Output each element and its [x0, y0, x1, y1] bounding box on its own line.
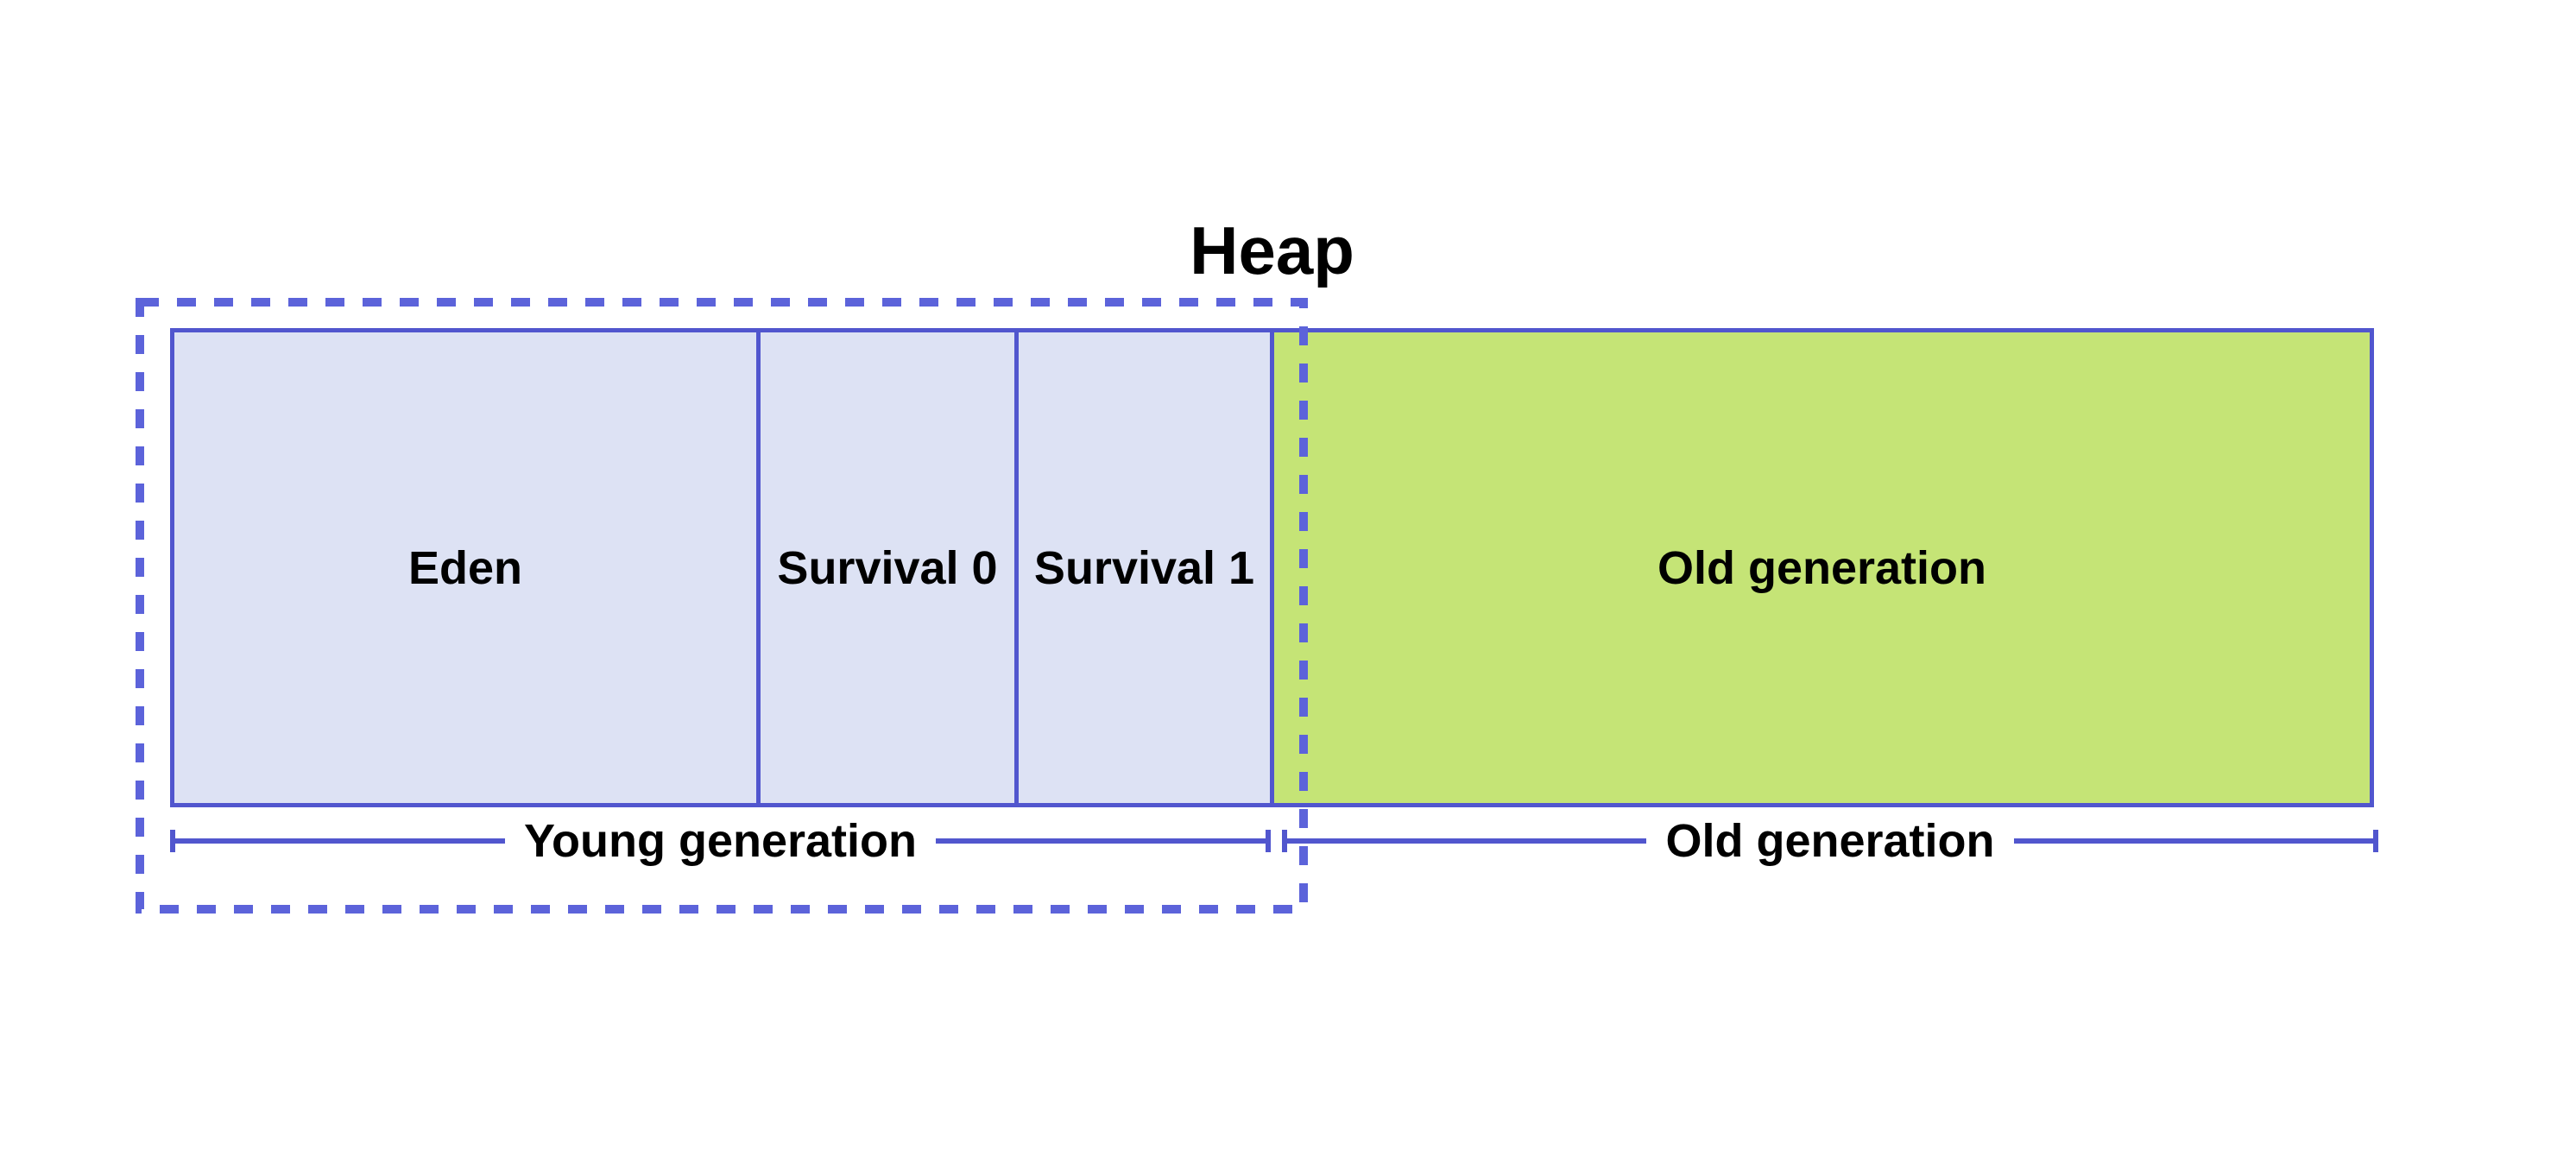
heap-regions: Eden Survival 0 Survival 1 Old generatio… — [170, 328, 2374, 807]
region-survival-0: Survival 0 — [756, 328, 1019, 807]
young-generation-measure: Young generation — [170, 815, 1271, 867]
region-survival-1: Survival 1 — [1014, 328, 1274, 807]
diagram-title: Heap — [1190, 212, 1354, 288]
region-eden: Eden — [170, 328, 761, 807]
measure-line — [175, 838, 505, 844]
measure-cap-right — [2373, 830, 2379, 852]
measure-cap-right — [1266, 830, 1271, 852]
region-old-generation-label: Old generation — [1657, 541, 1987, 594]
region-eden-label: Eden — [407, 541, 523, 594]
old-generation-measure: Old generation — [1282, 815, 2379, 867]
region-survival-0-label: Survival 0 — [777, 541, 998, 594]
old-generation-measure-label: Old generation — [1665, 815, 1995, 867]
measure-line — [936, 838, 1266, 844]
measure-line — [2013, 838, 2374, 844]
measure-line — [1287, 838, 1647, 844]
young-generation-measure-label: Young generation — [524, 815, 917, 867]
region-old-generation: Old generation — [1270, 328, 2374, 807]
region-survival-1-label: Survival 1 — [1033, 541, 1255, 594]
